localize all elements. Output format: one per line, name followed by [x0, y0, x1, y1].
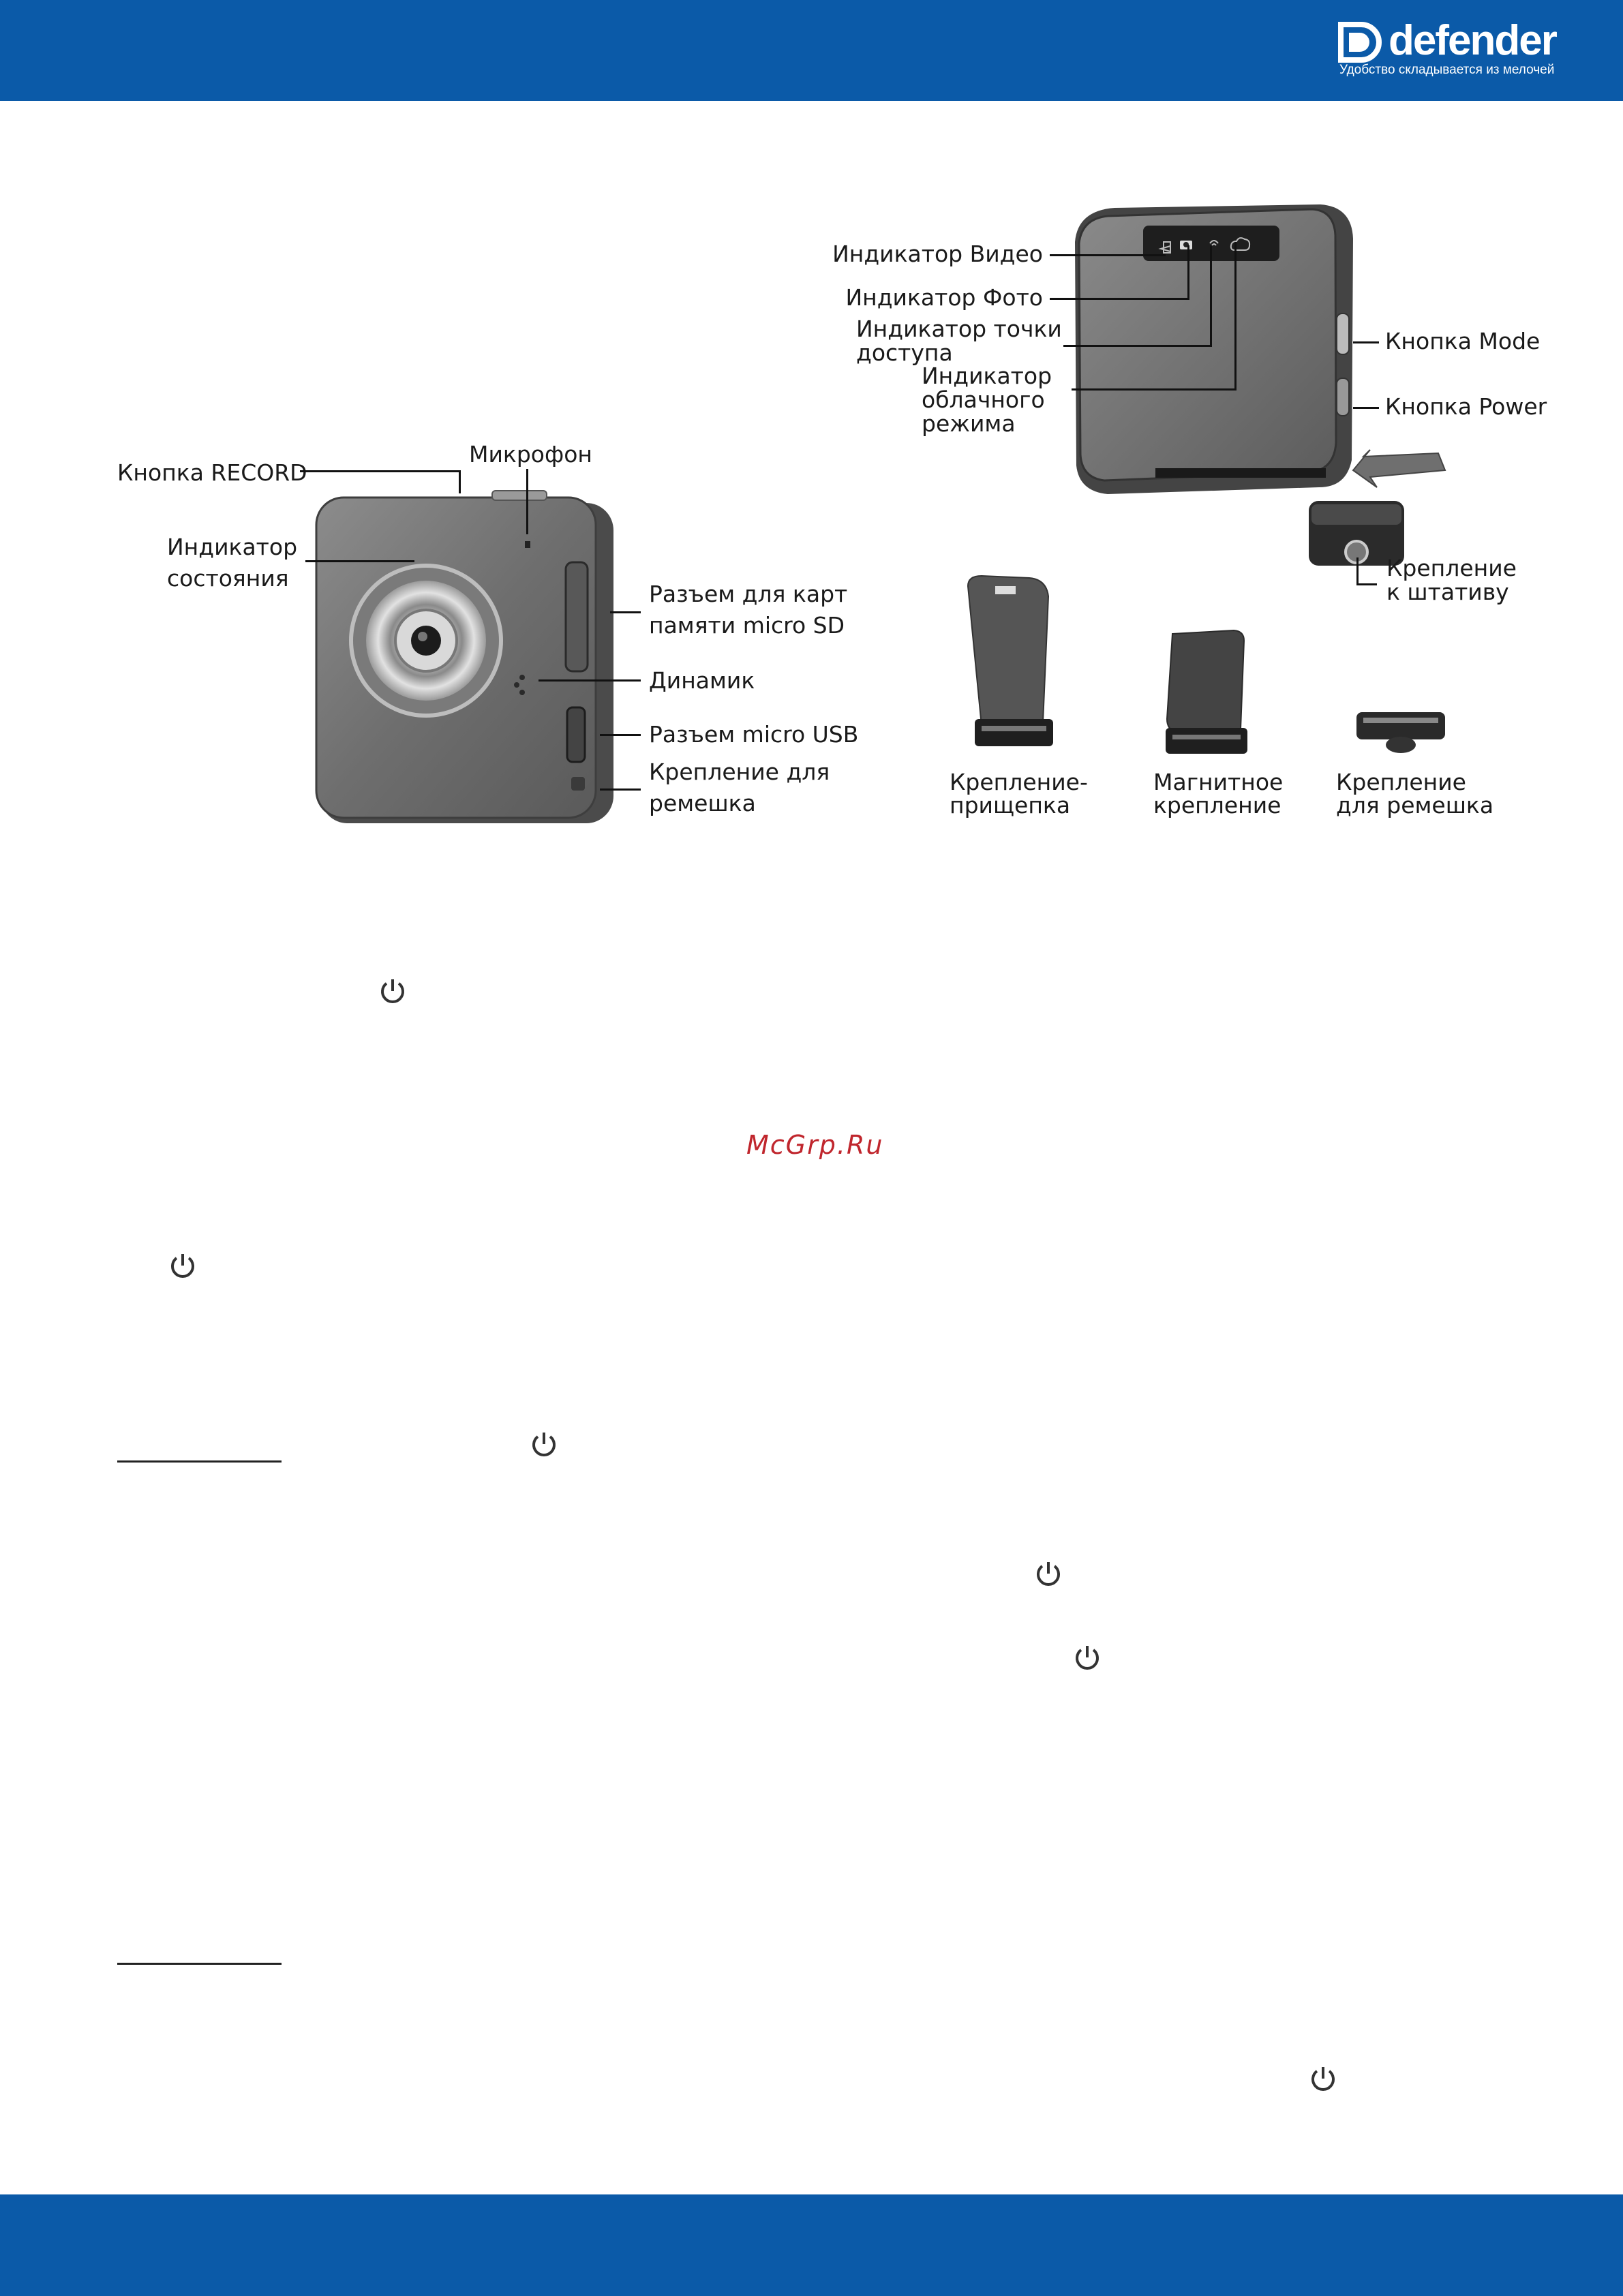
magnetic-mount-illustration: [1166, 629, 1247, 754]
section-underline: [117, 1460, 282, 1463]
leader-line: [1187, 245, 1189, 300]
accessory-label-3b: для ремешка: [1336, 792, 1494, 818]
hotspot-indicator-label-1: Индикатор точки: [856, 316, 1062, 342]
leader-line: [1050, 298, 1189, 300]
leader-line: [459, 470, 461, 493]
cloud-indicator-label-2: облачного: [922, 386, 1045, 413]
camera-rear-illustration: [1075, 204, 1353, 494]
sd-slot-label-1: Разъем для карт: [649, 581, 848, 607]
leader-line: [610, 611, 641, 613]
leader-line: [1072, 388, 1237, 391]
microphone-label: Микрофон: [469, 441, 592, 468]
leader-line: [600, 789, 641, 791]
accessory-label-2a: Магнитное: [1153, 769, 1284, 795]
accessory-label-1b: прищепка: [950, 792, 1071, 818]
footer-bar: [0, 2194, 1623, 2296]
usb-port-label: Разъем micro USB: [649, 721, 859, 748]
tripod-mount-label-1: Крепление: [1386, 555, 1517, 581]
strap-mount-illustration: [1356, 712, 1445, 753]
brand-name: defender: [1389, 17, 1558, 64]
speaker-label: Динамик: [649, 667, 755, 694]
hotspot-indicator-label-2: доступа: [856, 339, 953, 366]
power-icon: [532, 1433, 556, 1456]
clip-mount-illustration: [967, 575, 1053, 746]
tripod-mount-label-2: к штативу: [1386, 579, 1509, 605]
power-button-label: Кнопка Power: [1385, 393, 1547, 420]
leader-line: [600, 734, 641, 736]
power-icon: [1311, 2067, 1335, 2091]
section-underline: [117, 1963, 282, 1965]
cloud-indicator-label-1: Индикатор: [922, 363, 1052, 389]
video-indicator-label: Индикатор Видео: [832, 241, 1043, 267]
accessory-label-1a: Крепление-: [950, 769, 1088, 795]
leader-line: [1353, 407, 1379, 409]
leader-line: [1353, 341, 1379, 343]
leader-line: [1234, 242, 1237, 391]
leader-line: [1050, 254, 1166, 256]
accessory-label-3a: Крепление: [1336, 769, 1466, 795]
leader-line: [526, 469, 528, 534]
watermark: McGrp.Ru: [746, 1130, 884, 1160]
photo-indicator-label: Индикатор Фото: [845, 284, 1043, 311]
tripod-mount-illustration: [1309, 449, 1446, 566]
brand-logo: defender Удобство складывается из мелоче…: [1337, 17, 1568, 82]
strap-mount-label-2: ремешка: [649, 790, 756, 816]
leader-line: [300, 470, 460, 472]
brand-tagline: Удобство складывается из мелочей: [1339, 63, 1555, 77]
power-icon: [1037, 1562, 1060, 1586]
accessory-label-2b: крепление: [1153, 792, 1281, 818]
leader-line: [539, 679, 641, 682]
defender-logo-icon: [1338, 22, 1382, 63]
power-icon: [1076, 1646, 1099, 1670]
status-indicator-label-1: Индикатор: [167, 534, 298, 560]
cloud-indicator-label-3: режима: [922, 410, 1016, 437]
leader-line: [1063, 345, 1212, 347]
record-button-label: Кнопка RECORD: [117, 459, 307, 486]
camera-front-illustration: [315, 490, 613, 823]
leader-line: [1356, 583, 1377, 585]
power-icon: [381, 979, 404, 1003]
status-indicator-label-2: состояния: [167, 565, 289, 592]
mode-button-label: Кнопка Mode: [1385, 328, 1541, 354]
leader-line: [305, 560, 414, 562]
power-icon: [171, 1254, 194, 1278]
leader-line: [1210, 245, 1212, 347]
strap-mount-label-1: Крепление для: [649, 759, 830, 785]
leader-line: [1356, 557, 1359, 585]
sd-slot-label-2: памяти micro SD: [649, 612, 845, 639]
header-bar: defender Удобство складывается из мелоче…: [0, 0, 1623, 101]
